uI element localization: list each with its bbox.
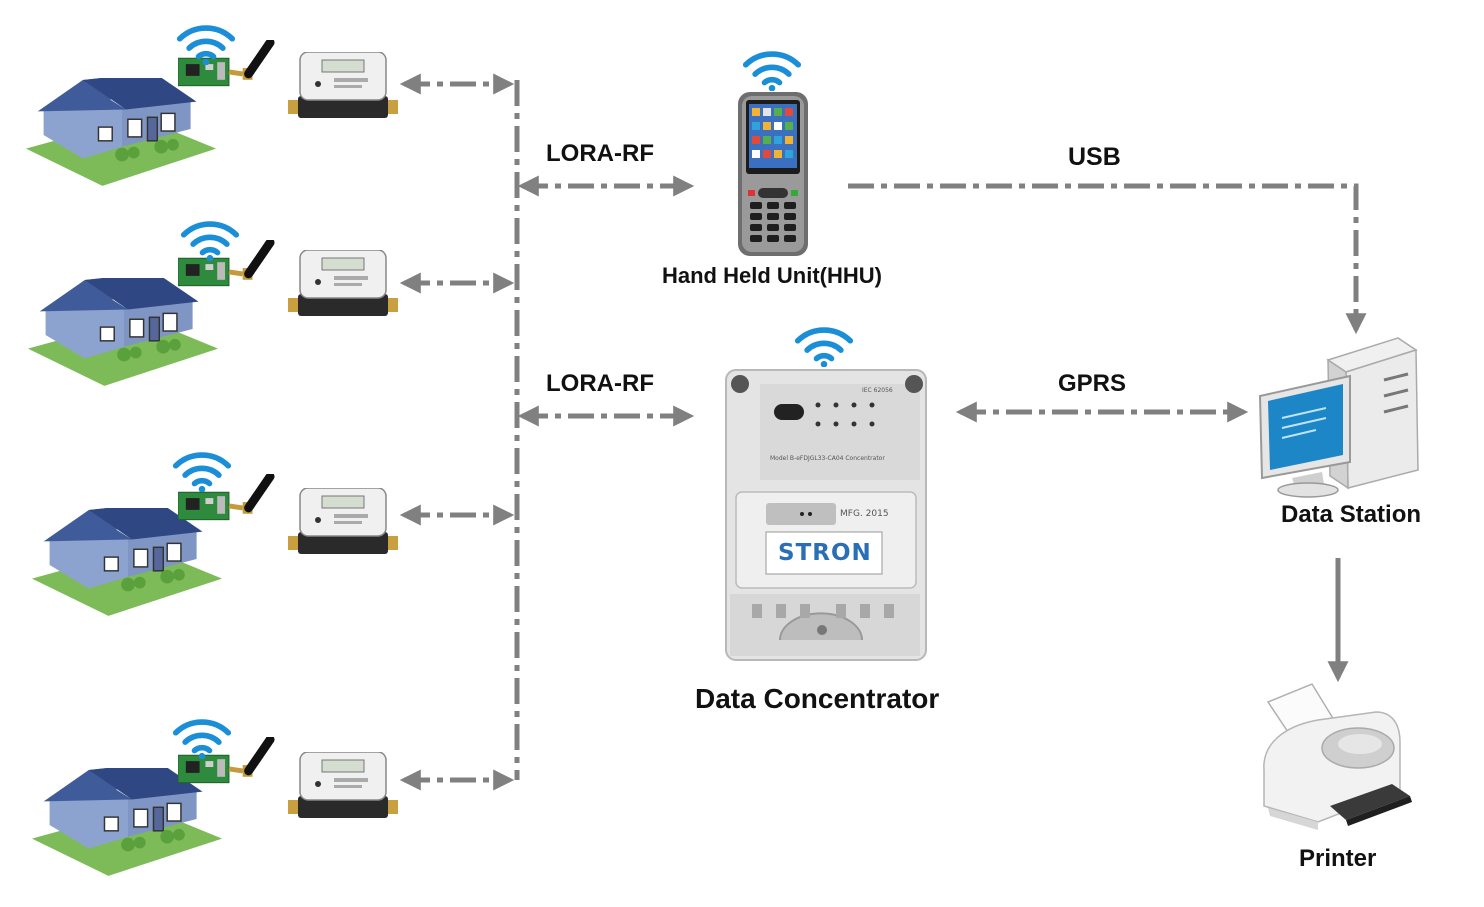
handheld-terminal-icon [738, 54, 808, 256]
rf-module-icon [178, 243, 270, 286]
lora-rf-label-hhu: LORA-RF [546, 140, 654, 167]
usb-link [848, 183, 1367, 335]
gprs-label: GPRS [1058, 370, 1127, 397]
wifi-icon [746, 54, 799, 91]
printer-label: Printer [1299, 845, 1377, 872]
concentrator-standard-text: IEC 62056 [862, 387, 893, 394]
house-row-2 [27, 224, 398, 386]
lora-rf-label-concentrator: LORA-RF [546, 370, 654, 397]
wifi-icon [184, 224, 237, 261]
wifi-icon [176, 455, 229, 492]
house-icon [25, 78, 217, 186]
concentrator-model-text: Model B-eFDJGL33-CA04 Concentrator [770, 455, 885, 462]
house-row-1 [25, 28, 398, 186]
water-meter-icon [288, 52, 398, 119]
house-icon [27, 278, 219, 386]
concentrator-mfg-text: MFG. 2015 [840, 509, 889, 519]
computer-icon [1258, 337, 1419, 498]
concentrator-brand-logo: STRON [778, 540, 872, 566]
connector-lines [399, 73, 1367, 791]
printer-icon [1263, 683, 1412, 830]
wifi-icon [176, 722, 229, 759]
water-meter-icon [288, 752, 398, 819]
usb-label: USB [1068, 143, 1121, 171]
water-meter-icon [288, 250, 398, 317]
water-meter-icon [288, 488, 398, 555]
house-row-3 [31, 455, 398, 616]
data-station-label: Data Station [1281, 501, 1422, 528]
concentrator-icon [725, 330, 927, 661]
data-concentrator-label: Data Concentrator [695, 683, 940, 714]
house-row-4 [31, 722, 398, 876]
wifi-icon [798, 330, 851, 367]
rf-module-icon [178, 740, 270, 783]
hhu-label: Hand Held Unit(HHU) [662, 263, 882, 288]
